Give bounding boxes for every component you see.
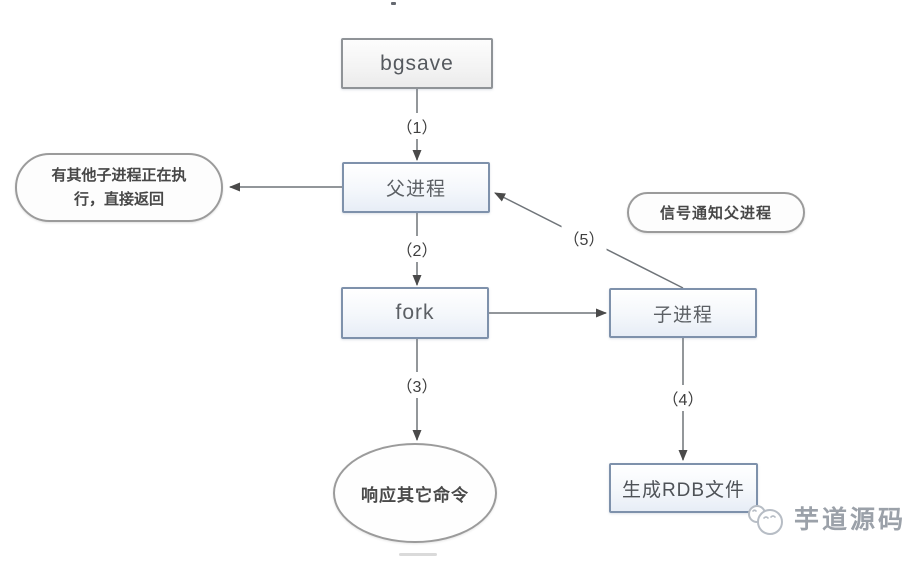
flowchart-node-respond-other-commands: 响应其它命令 xyxy=(333,443,497,543)
flowchart-node-fork: fork xyxy=(341,287,489,339)
flowchart-node-parent-process: 父进程 xyxy=(342,162,490,213)
edge-label-step-4: （4） xyxy=(660,385,706,411)
watermark-cloud-doodle-icon xyxy=(748,505,783,535)
node-label: 响应其它命令 xyxy=(361,485,469,505)
cropped-faint-line xyxy=(399,553,437,556)
node-label: 生成RDB文件 xyxy=(621,479,746,501)
edge-label-step-1: （1） xyxy=(394,113,440,139)
node-label: fork xyxy=(395,301,435,324)
flowchart-node-signal-notify-parent: 信号通知父进程 xyxy=(627,192,805,233)
flowchart-node-generate-rdb-file: 生成RDB文件 xyxy=(609,463,758,513)
node-label: bgsave xyxy=(380,51,454,75)
node-label: 有其他子进程正在执 行，直接返回 xyxy=(51,167,187,208)
node-label: 信号通知父进程 xyxy=(659,205,772,222)
watermark-text: 芋道源码 xyxy=(794,506,907,534)
flowchart-node-other-child-running: 有其他子进程正在执 行，直接返回 xyxy=(15,153,223,222)
flowchart-node-child-process: 子进程 xyxy=(609,288,757,338)
edge-label-step-2: （2） xyxy=(394,236,440,262)
watermark: 芋道源码 xyxy=(744,498,906,538)
edge-label-step-5: （5） xyxy=(561,225,607,251)
node-label: 子进程 xyxy=(652,304,713,326)
node-label: 父进程 xyxy=(385,179,446,200)
edge-label-step-3: （3） xyxy=(394,372,440,398)
flowchart-node-bgsave: bgsave xyxy=(341,38,493,89)
cropped-artifact-mark xyxy=(391,2,396,5)
